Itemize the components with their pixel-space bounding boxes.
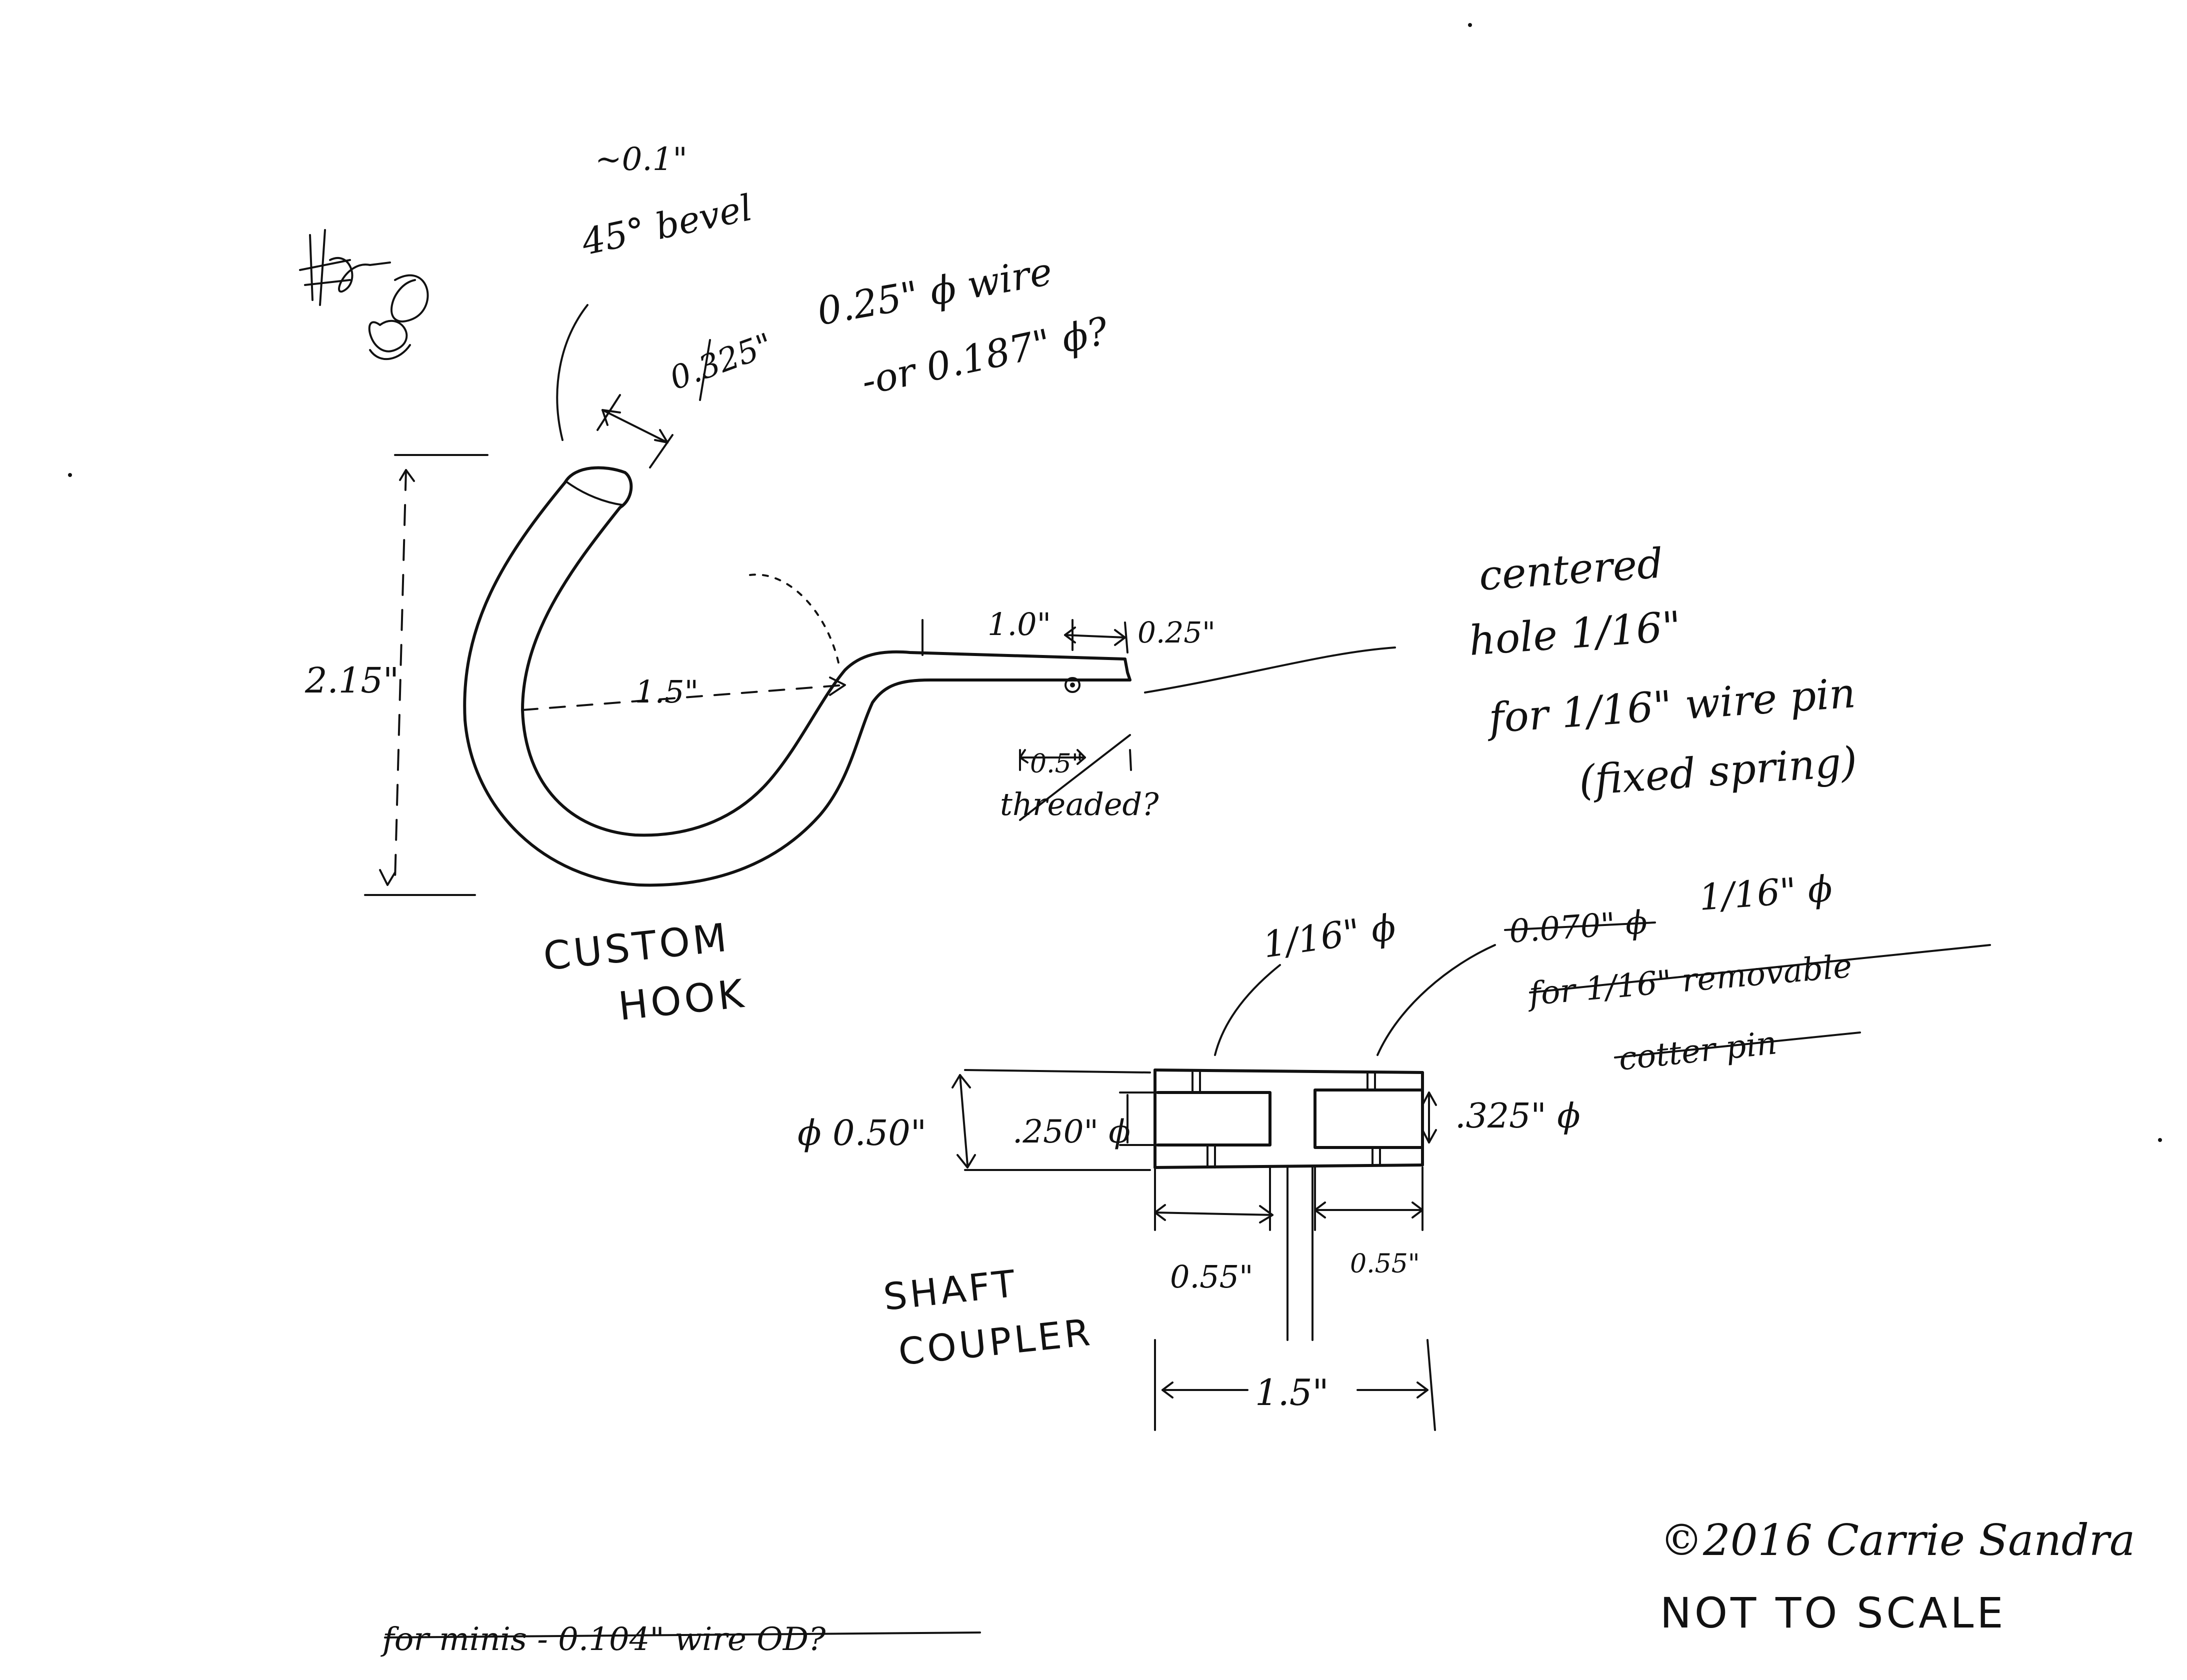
hook-height-label: 2.15" [304,660,399,701]
hole-note-line1: centered [1478,540,1665,600]
bevel-label: 45° bevel [578,186,756,264]
wire-dim-struck: 0.325" [665,326,778,398]
cotter-strike-line [1614,1032,1861,1058]
total-length-label: 1.5" [1255,1372,1329,1414]
hole-note-line3: for 1/16" wire pin [1484,670,1857,742]
coupler-dimensions [952,944,1496,1431]
left-depth-label: 0.55" [1170,1258,1254,1295]
hook-dimensions [364,304,1396,896]
left-bore-label: .250" ϕ [1012,1114,1130,1150]
removable-pin-struck: for 1/16" removable [1526,948,1854,1014]
right-bore-label: .325" ϕ [1455,1096,1580,1136]
wire-alt-label: -or 0.187" ϕ? [858,308,1112,404]
pin-diameter-left: 1/16" ϕ [1260,906,1398,966]
threaded-label-struck: threaded? [1000,786,1159,822]
shank-length-label: 1.0" [988,606,1051,642]
hook-title-line2: HOOK [616,972,749,1030]
copyright-label: ©2016 Carrie Sandra [1660,1516,2135,1566]
wire-diameter-label: 0.25" ϕ wire [814,249,1056,334]
threaded-dim-struck: 0.5" [1030,749,1084,779]
coupler-title-line2: COUPLER [896,1311,1095,1374]
right-depth-label: 0.55" [1350,1249,1420,1279]
pin-diameter-right: 1/16" ϕ [1698,868,1834,918]
removable-strike-line [1529,944,1991,994]
hole-note-line2: hole 1/16" [1468,603,1682,665]
not-to-scale-label: NOT TO SCALE [1660,1588,2006,1638]
coupler-drawing [1154,1068,1424,1341]
footer-notes: ©2016 Carrie Sandra NOT TO SCALE for min… [380,1516,2135,1658]
hole-note-line4: (fixed spring) [1578,738,1859,805]
pin-struck-line [1504,922,1656,931]
cotter-pin-struck: cotter pin [1617,1024,1778,1078]
hook-radius-label: 1.5" [635,674,698,710]
wire-dim-strike [699,339,711,401]
outer-diameter-label: ϕ 0.50" [798,1112,926,1154]
minis-strike-line [384,1632,981,1638]
paper-specks [68,23,2162,1142]
coupler-labels: 1/16" ϕ 0.070" ϕ 1/16" ϕ for 1/16" remov… [798,868,1991,1414]
tip-length-label: 0.25" [1138,616,1216,650]
hook-drawing [463,466,1132,887]
coupler-title-line1: SHAFT [882,1262,1020,1319]
minis-note-struck: for minis - 0.104" wire OD? [380,1621,826,1658]
bevel-value: ~0.1" [595,141,688,178]
hook-title-line1: CUSTOM [542,915,732,980]
doodle-scribble [299,229,429,360]
hook-labels: ~0.1" 45° bevel 0.325" 0.25" ϕ wire -or … [304,141,1858,1030]
